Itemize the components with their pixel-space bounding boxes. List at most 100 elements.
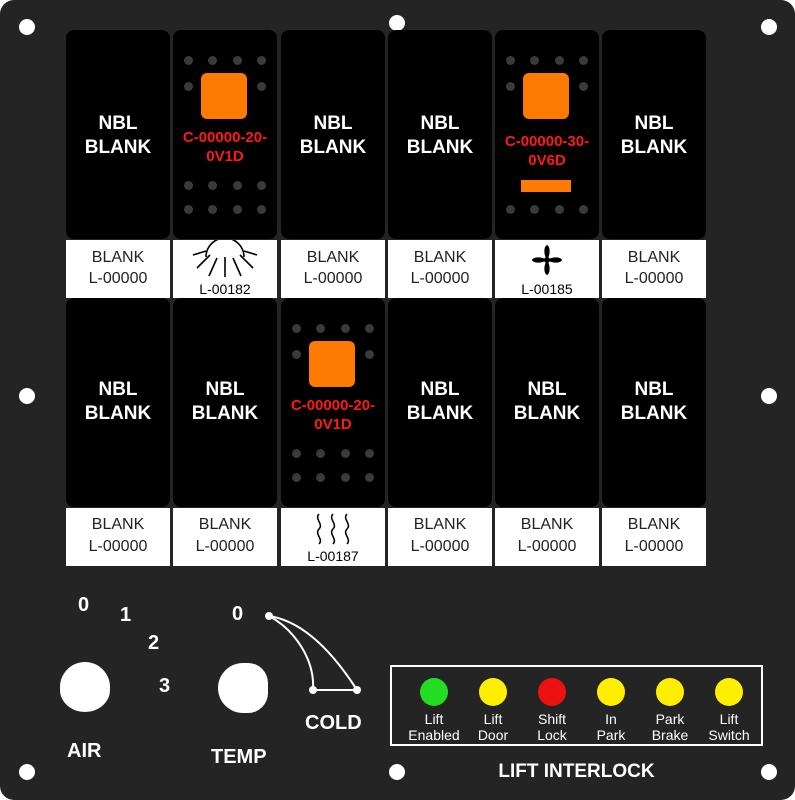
led-dot [506,82,515,91]
led-dot [208,56,217,65]
air-fan-knob[interactable] [60,662,110,712]
rocker-switch-blank[interactable]: NBL BLANK [173,298,277,507]
switch-line2: BLANK [84,137,152,158]
led-label-lift-enabled: Lift Enabled [402,711,466,743]
led-label-line1: Park [655,711,685,727]
led-label-line2: Lock [537,727,567,743]
label-text: BLANK [91,249,145,266]
label-code: L-00000 [624,538,684,555]
led-dot [316,449,325,458]
led-dot [184,205,193,214]
air-knob-title: AIR [67,740,102,762]
rocker-switch-blank[interactable]: NBL BLANK [66,298,170,507]
switch-line1: NBL [634,113,674,134]
switch-line2: BLANK [406,403,474,424]
led-dot [257,181,266,190]
mounting-hole [19,764,35,780]
led-dot [292,350,301,359]
label-code: L-00185 [521,281,573,297]
led-label-line2: Switch [708,727,750,743]
heat-waves-icon [316,513,350,545]
led-dot [292,324,301,333]
led-lift-enabled-icon [420,678,448,706]
led-label-in-park: In Park [579,711,643,743]
led-dot [365,324,374,333]
label-text: BLANK [413,516,467,533]
led-dot [579,82,588,91]
label-text: BLANK [520,516,574,533]
part-code-line2: 0V1D [314,416,352,433]
led-lift-door-icon [479,678,507,706]
switch-line2: BLANK [84,403,152,424]
led-label-lift-door: Lift Door [461,711,525,743]
part-code-line2: 0V1D [206,148,244,165]
label-code: L-00000 [88,270,148,287]
led-dot [184,181,193,190]
led-label-park-brake: Park Brake [638,711,702,743]
lift-interlock-box: Lift Enabled Lift Door Shift Lock In Par… [390,665,763,746]
rocker-switch-work-light[interactable]: C-00000-20- 0V1D [173,30,277,239]
label-code: L-00000 [410,538,470,555]
rocker-switch-blank[interactable]: NBL BLANK [66,30,170,239]
mounting-hole [761,388,777,404]
led-dot [341,324,350,333]
rocker-switch-blank[interactable]: NBL BLANK [281,30,385,239]
led-dot [365,350,374,359]
label-code: L-00187 [307,548,359,564]
label-text: BLANK [91,516,145,533]
temp-knob-title: TEMP [211,746,267,768]
part-code-line1: C-00000-20- [290,397,376,414]
led-dot [292,449,301,458]
led-dot [233,181,242,190]
mounting-hole [389,15,405,31]
switch-label: BLANK L-00000 [602,240,706,298]
led-dot [184,56,193,65]
label-text: BLANK [306,249,360,266]
label-code: L-00000 [303,270,363,287]
rocker-switch-heat[interactable]: C-00000-20- 0V1D [281,298,385,507]
rocker-switch-fan[interactable]: C-00000-30- 0V6D [495,30,599,239]
led-label-line2: Park [596,727,626,743]
led-label-lift-switch: Lift Switch [697,711,761,743]
rocker-switch-blank[interactable]: NBL BLANK [495,298,599,507]
led-shift-lock-icon [538,678,566,706]
switch-line2: BLANK [191,403,259,424]
indicator-bar [521,180,571,192]
switch-label: BLANK L-00000 [388,240,492,298]
led-label-line1: Shift [537,711,566,727]
led-in-park-icon [597,678,625,706]
indicator-pad [201,73,247,119]
mounting-hole [19,19,35,35]
air-position-0: 0 [78,594,90,616]
switch-line1: NBL [420,113,460,134]
switch-line1: NBL [420,379,460,400]
mounting-hole [19,388,35,404]
mounting-hole [761,764,777,780]
switch-line1: NBL [313,113,353,134]
led-dot [208,181,217,190]
led-dot [341,473,350,482]
switch-line2: BLANK [299,137,367,158]
sun-icon [192,240,258,277]
led-dot [555,205,564,214]
part-code-line1: C-00000-30- [504,133,590,150]
led-dot [233,56,242,65]
rocker-switch-blank[interactable]: NBL BLANK [602,298,706,507]
switch-line1: NBL [98,379,138,400]
switch-line2: BLANK [620,403,688,424]
led-dot [257,82,266,91]
led-label-line2: Door [477,727,509,743]
label-code: L-00182 [199,281,251,297]
rocker-switch-blank[interactable]: NBL BLANK [602,30,706,239]
temp-knob[interactable] [218,663,268,713]
label-code: L-00000 [517,538,577,555]
temp-position-0: 0 [232,603,244,625]
led-dot [316,473,325,482]
switch-line2: BLANK [620,137,688,158]
rocker-switch-blank[interactable]: NBL BLANK [388,30,492,239]
rocker-switch-blank[interactable]: NBL BLANK [388,298,492,507]
indicator-pad [309,341,355,387]
switch-label: BLANK L-00000 [66,508,170,566]
led-dot [365,449,374,458]
